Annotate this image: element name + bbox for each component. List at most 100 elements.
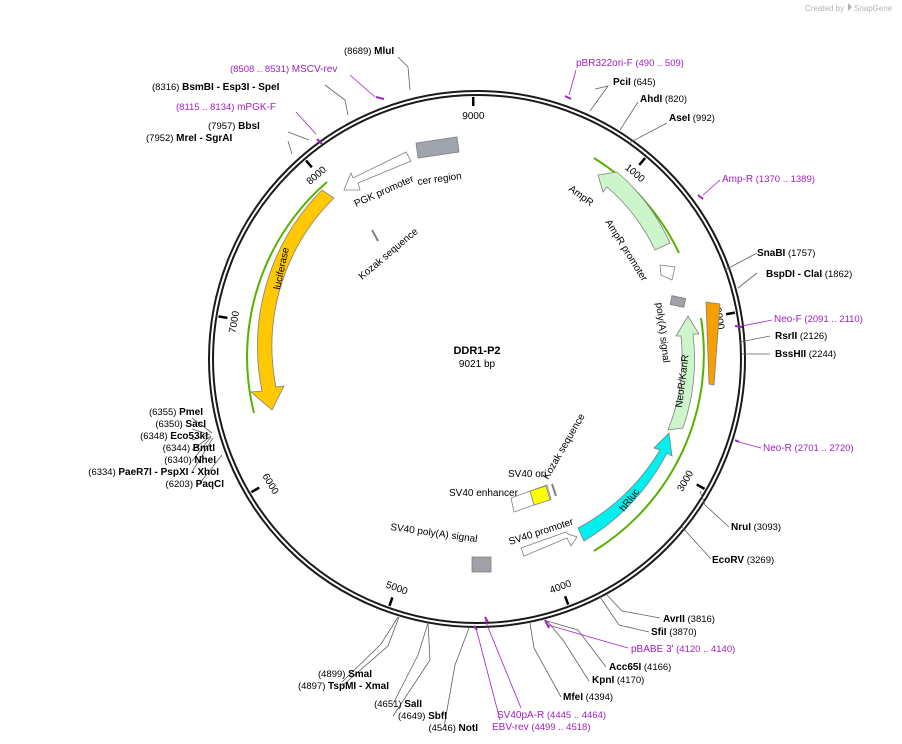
site-bsmbi[interactable]: (8316) BsmBI - Esp3I - SpeI (152, 82, 280, 93)
site-name: SfiI (651, 627, 667, 638)
site-saci[interactable]: (6350) SacI (155, 419, 206, 430)
feature-neor-kanr[interactable] (667, 315, 700, 431)
primer-mscv-rev[interactable]: (8508 .. 8531) MSCV-rev (230, 64, 385, 100)
site-snabi[interactable]: SnaBI (1757) (757, 248, 815, 259)
site-rsrii[interactable]: RsrII (2126) (775, 331, 827, 342)
tick-label: 7000 (228, 310, 243, 334)
svg-text:(4897) TspMI - XmaI: (4897) TspMI - XmaI (298, 681, 389, 692)
primer-amp-r[interactable]: Amp-R (1370 .. 1389) (697, 174, 815, 200)
primer-pbr322ori-f[interactable]: pBR322ori-F (490 .. 509) (564, 58, 684, 100)
primer-name: Neo-F (774, 314, 802, 325)
site-sfii[interactable]: SfiI (3870) (651, 627, 697, 638)
site-position: (3093) (751, 522, 781, 533)
orf-arc-neo-hluc (593, 317, 705, 552)
site-bbsi[interactable]: (7957) BbsI (208, 121, 260, 132)
tick-mark (725, 311, 736, 316)
site-name: SacI (185, 419, 206, 430)
site-mrei[interactable]: (7952) MreI - SgrAI (146, 133, 232, 144)
feature-ampr[interactable] (597, 171, 671, 251)
site-name: MluI (374, 46, 394, 57)
svg-text:(6344) BmtI: (6344) BmtI (163, 443, 216, 454)
primer-neo-r[interactable]: Neo-R (2701 .. 2720) (734, 439, 854, 454)
site-sbfi[interactable]: (4649) SbfI (398, 711, 447, 722)
feature-sv40-promoter[interactable] (520, 531, 578, 557)
site-name: NruI (731, 522, 751, 533)
site-pcii[interactable]: PciI (645) (613, 77, 656, 88)
site-name: BmtI (193, 443, 215, 454)
primer-leader (547, 624, 629, 649)
tick-mark (305, 159, 313, 169)
svg-text:Neo-F (2091 .. 2110): Neo-F (2091 .. 2110) (774, 314, 863, 325)
site-smai[interactable]: (4899) SmaI (318, 669, 372, 680)
primer-ebv-rev[interactable]: EBV-rev (4499 .. 4518) (473, 625, 590, 733)
svg-text:(6355) PmeI: (6355) PmeI (149, 407, 203, 418)
svg-text:Acc65I (4166): Acc65I (4166) (609, 662, 671, 673)
feature-luciferase[interactable] (250, 189, 335, 411)
feature-hrluc[interactable] (577, 432, 673, 542)
primer-mpgk-f[interactable]: (8115 .. 8134) mPGK-F (176, 102, 323, 145)
site-name: Eco53kI (170, 431, 208, 442)
site-position: (7952) (146, 133, 176, 144)
primer-mark (697, 194, 704, 200)
label-kozak-upper: Kozak sequence (357, 226, 421, 282)
site-asei[interactable]: AseI (992) (669, 113, 715, 124)
tick-label: 6000 (259, 472, 280, 497)
primer-name: MSCV-rev (292, 64, 338, 75)
site-pmei[interactable]: (6355) PmeI (149, 407, 203, 418)
site-name: SnaBI (757, 248, 786, 259)
site-nrui[interactable]: NruI (3093) (731, 522, 781, 533)
svg-text:SV40pA-R (4445 .. 4464): SV40pA-R (4445 .. 4464) (497, 710, 606, 721)
svg-text:(4546) NotI: (4546) NotI (428, 723, 478, 734)
svg-text:AseI (992): AseI (992) (669, 113, 715, 124)
site-avrii[interactable]: AvrII (3816) (663, 614, 715, 625)
primer-name: Neo-R (763, 443, 792, 454)
site-mlui[interactable]: (8689) MluI (344, 46, 394, 57)
feature-kozak-upper[interactable] (371, 229, 379, 242)
primer-pbabe3[interactable]: pBABE 3' (4120 .. 4140) (544, 619, 735, 655)
tick-mark (696, 483, 706, 490)
site-tspmi[interactable]: (4897) TspMI - XmaI (298, 681, 389, 692)
site-acc65i[interactable]: Acc65I (4166) (609, 662, 671, 673)
site-kpni[interactable]: KpnI (4170) (592, 675, 644, 686)
backbone-inner (212, 94, 742, 624)
site-noti[interactable]: (4546) NotI (428, 723, 478, 734)
primer-neo-f[interactable]: Neo-F (2091 .. 2110) (734, 314, 863, 328)
site-paer7i[interactable]: (6334) PaeR7I - PspXI - XhoI (88, 467, 219, 478)
feature-cer-region[interactable] (415, 136, 460, 159)
feature-sv40-polya[interactable] (471, 556, 492, 573)
site-bsshii[interactable]: BssHII (2244) (775, 349, 836, 360)
site-position: (4897) (298, 681, 328, 692)
site-bspdi[interactable]: BspDI - ClaI (1862) (766, 269, 852, 280)
site-ahdi[interactable]: AhdI (820) (640, 94, 687, 105)
svg-text:(7957) BbsI: (7957) BbsI (208, 121, 260, 132)
feature-sv40-ori[interactable] (529, 485, 551, 506)
primer-leader (349, 74, 376, 98)
primer-mark (564, 95, 572, 100)
site-name: - Esp3I (214, 82, 250, 93)
tick-label: 4000 (548, 578, 573, 596)
site-eco53ki[interactable]: (6348) Eco53kI (140, 431, 208, 442)
primer-mark (473, 625, 478, 631)
site-mfei[interactable]: MfeI (4394) (563, 692, 613, 703)
site-paqci[interactable]: (6203) PaqCI (166, 479, 225, 490)
snapgene-icon (848, 3, 852, 11)
svg-text:NruI (3093): NruI (3093) (731, 522, 781, 533)
feature-kozak-lower[interactable] (551, 483, 557, 497)
plasmid-name: DDR1-P2 (453, 345, 500, 357)
primer-sv40pa-r[interactable]: SV40pA-R (4445 .. 4464) (484, 616, 606, 721)
site-name: AhdI (640, 94, 662, 105)
svg-text:SnaBI (1757): SnaBI (1757) (757, 248, 815, 259)
feature-pgk-promoter[interactable] (343, 151, 412, 191)
site-name: - SgrAI (197, 133, 233, 144)
site-nhei[interactable]: (6340) NheI (164, 455, 216, 466)
primer-name: Amp-R (722, 174, 753, 185)
feature-poly-a-signal[interactable] (669, 295, 687, 308)
site-sali[interactable]: (4651) SalI (374, 699, 422, 710)
site-bmti[interactable]: (6344) BmtI (163, 443, 216, 454)
label-sv40-polya: SV40 poly(A) signal (390, 522, 479, 545)
site-ecorv[interactable]: EcoRV (3269) (712, 555, 774, 566)
primer-leader (475, 627, 501, 721)
svg-text:RsrII (2126): RsrII (2126) (775, 331, 827, 342)
svg-text:MfeI (4394): MfeI (4394) (563, 692, 613, 703)
feature-ampr-promoter[interactable] (659, 264, 676, 281)
